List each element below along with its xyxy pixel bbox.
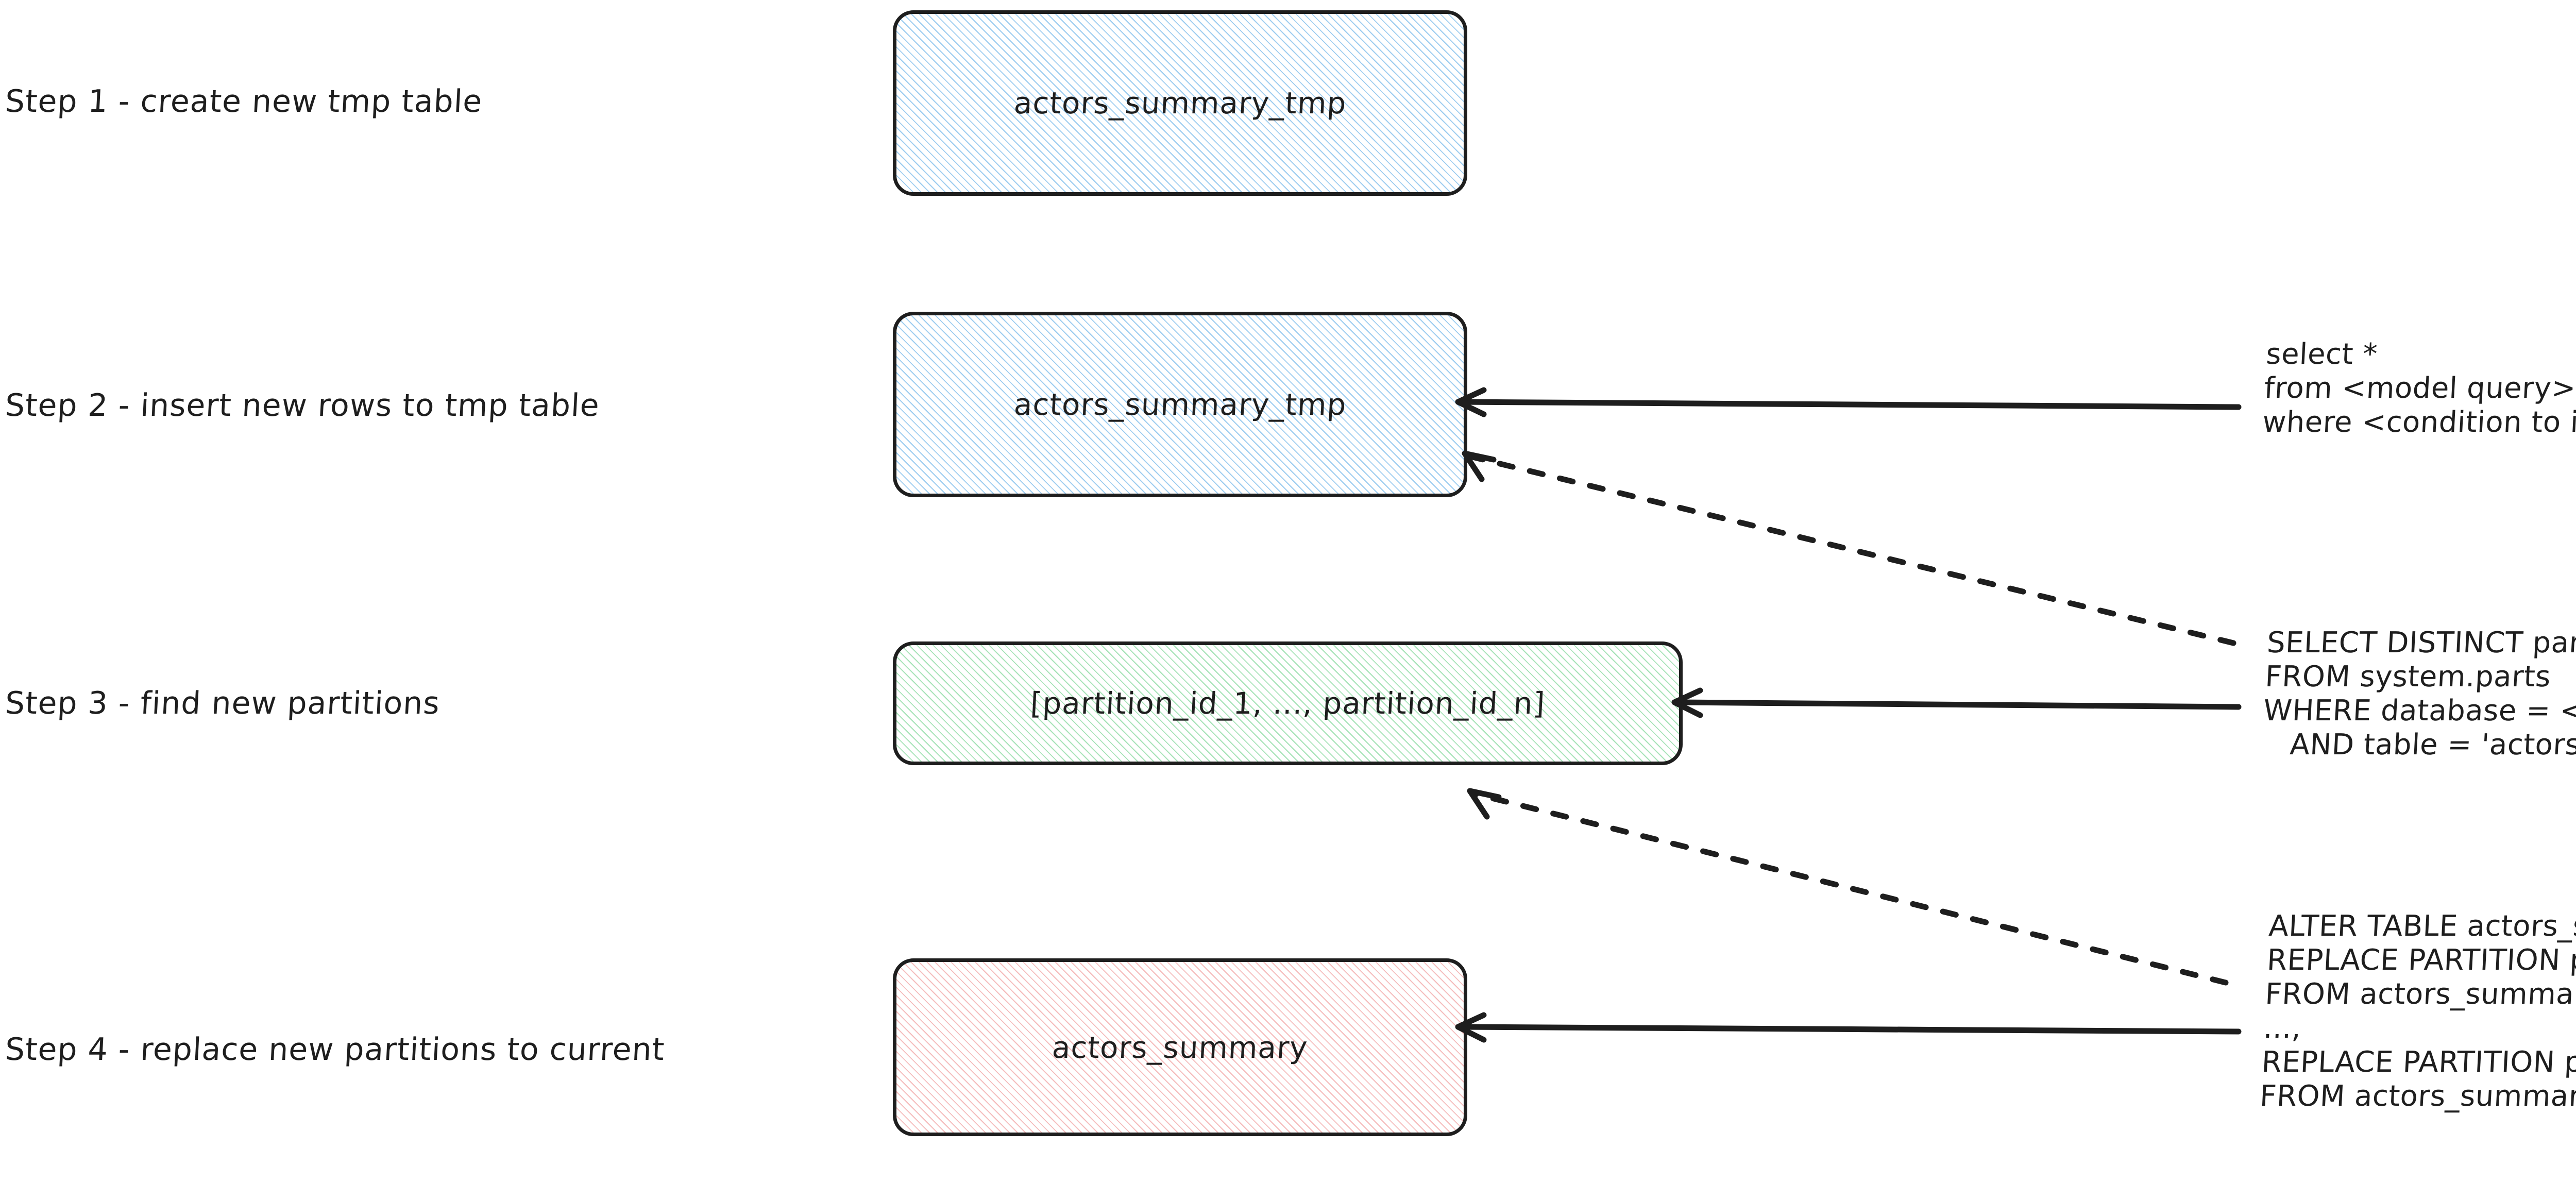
- arrow-step2-sql-to-step2-box: [1455, 387, 2242, 417]
- sql-block-step2: select * from <model query> where <condi…: [2261, 337, 2576, 439]
- step-label-1: Step 1 - create new tmp table: [4, 83, 484, 120]
- node-step2-actors-summary-tmp[interactable]: actors_summary_tmp: [893, 312, 1467, 497]
- node-step3-partition-list[interactable]: [partition_id_1, ..., partition_id_n]: [893, 641, 1683, 765]
- sql-block-step4: ALTER TABLE actors_summary REPLACE PARTI…: [2259, 909, 2576, 1113]
- node-step1-label: actors_summary_tmp: [1012, 86, 1348, 121]
- node-step3-label: [partition_id_1, ..., partition_id_n]: [1029, 686, 1546, 721]
- step-label-3: Step 3 - find new partitions: [4, 685, 441, 721]
- node-step4-actors-summary[interactable]: actors_summary: [893, 958, 1467, 1136]
- step-label-4: Step 4 - replace new partitions to curre…: [4, 1032, 666, 1068]
- sql-block-step3: SELECT DISTINCT partition_id FROM system…: [2262, 626, 2576, 762]
- arrow-step3-sql-to-step2-box: [1462, 450, 2236, 646]
- node-step2-label: actors_summary_tmp: [1012, 387, 1348, 422]
- node-step4-label: actors_summary: [1051, 1029, 1309, 1065]
- step-label-2: Step 2 - insert new rows to tmp table: [4, 387, 601, 424]
- arrow-step4-sql-to-step3-box: [1467, 788, 2229, 986]
- node-step1-actors-summary-tmp[interactable]: actors_summary_tmp: [893, 10, 1467, 196]
- arrow-step3-sql-to-step3-box: [1671, 687, 2242, 718]
- arrow-step4-sql-to-step4-box: [1455, 1012, 2242, 1043]
